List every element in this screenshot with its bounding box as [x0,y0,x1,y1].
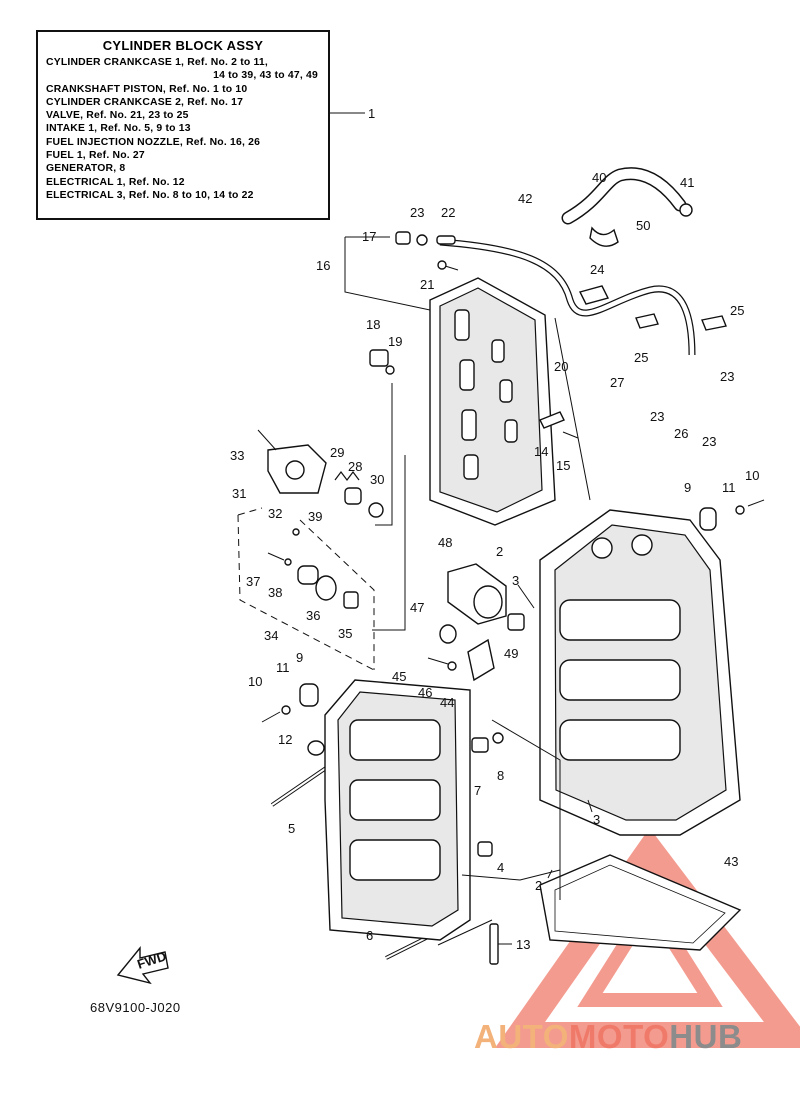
callout-number: 3 [512,573,519,588]
callout-number: 25 [634,350,648,365]
watermark-part: MOTO [568,1018,670,1055]
watermark-part: AUTO [474,1018,569,1055]
legend-row: FUEL 1, Ref. No. 27 [46,150,145,162]
callout-number: 46 [418,685,432,700]
legend-row: ELECTRICAL 3, Ref. No. 8 to 10, 14 to 22 [46,189,254,201]
legend-row: ELECTRICAL 1, Ref. No. 12 [46,176,185,188]
callout-number: 39 [308,509,322,524]
callout-number: 35 [338,626,352,641]
callout-number: 43 [724,854,738,869]
watermark-part: HUB [669,1018,743,1055]
legend-row: GENERATOR, 8 [46,163,126,175]
watermark-logo: AUTOMOTOHUB [474,1018,742,1056]
parts-legend-box: CYLINDER BLOCK ASSY CYLINDER CRANKCASE 1… [36,30,330,220]
callout-number: 15 [556,458,570,473]
callout-number: 37 [246,574,260,589]
callout-number: 44 [440,695,454,710]
drawing-code: 68V9100-J020 [90,1000,181,1015]
callout-number: 29 [330,445,344,460]
callout-number: 11 [276,660,290,675]
callout-number: 19 [388,334,402,349]
callout-number: 4 [497,860,504,875]
callout-number: 50 [636,218,650,233]
callout-number: 23 [702,434,716,449]
callout-number: 10 [248,674,262,689]
callout-number: 17 [362,229,376,244]
head-cover-plate [429,277,556,526]
callout-number: 27 [610,375,624,390]
legend-row: FUEL INJECTION NOZZLE, Ref. No. 16, 26 [46,136,261,148]
callout-number: 21 [420,277,434,292]
callout-number: 23 [650,409,664,424]
callout-number: 38 [268,585,282,600]
callout-number: 41 [680,175,694,190]
callout-number: 32 [268,506,282,521]
callout-number: 16 [316,258,330,273]
legend-row: 14 to 39, 43 to 47, 49 [213,70,318,82]
crankcase-left [324,679,471,941]
callout-number: 14 [534,444,548,459]
legend-row: CYLINDER CRANKCASE 2, Ref. No. 17 [46,96,244,108]
callout-number: 5 [288,821,295,836]
callout-number: 33 [230,448,244,463]
callout-number: 9 [296,650,303,665]
callout-labels: 1 2 2 3 3 4 5 6 7 8 9 9 10 10 11 11 12 1… [230,106,759,952]
callout-number: 45 [392,669,406,684]
callout-number: 11 [722,480,736,495]
legend-row: CRANKSHAFT PISTON, Ref. No. 1 to 10 [46,83,248,95]
callout-number: 23 [410,205,424,220]
callout-number: 47 [410,600,424,615]
callout-number: 6 [366,928,373,943]
callout-number: 22 [441,205,455,220]
callout-number: 49 [504,646,518,661]
callout-number: 10 [745,468,759,483]
legend-row: VALVE, Ref. No. 21, 23 to 25 [46,110,189,122]
callout-number: 12 [278,732,292,747]
callout-number: 26 [674,426,688,441]
cylinder-block-right [539,509,741,836]
callout-number: 7 [474,783,481,798]
callout-number: 9 [684,480,691,495]
callout-number: 28 [348,459,362,474]
callout-number: 2 [496,544,503,559]
legend-row: INTAKE 1, Ref. No. 5, 9 to 13 [46,123,191,135]
callout-number: 13 [516,937,530,952]
fwd-arrow-icon: FWD [116,946,169,985]
callout-number: 25 [730,303,744,318]
callout-number: 3 [593,812,600,827]
callout-number: 48 [438,535,452,550]
callout-number: 18 [366,317,380,332]
callout-number: 36 [306,608,320,623]
callout-number: 20 [554,359,568,374]
callout-number: 1 [368,106,375,121]
callout-number: 40 [592,170,606,185]
callout-number: 8 [497,768,504,783]
callout-number: 31 [232,486,246,501]
callout-number: 42 [518,191,532,206]
callout-number: 23 [720,369,734,384]
legend-row: CYLINDER CRANKCASE 1, Ref. No. 2 to 11, [46,57,268,68]
legend-title: CYLINDER BLOCK ASSY [102,38,264,53]
callout-number: 2 [535,878,542,893]
callout-number: 34 [264,628,278,643]
callout-number: 30 [370,472,384,487]
callout-number: 24 [590,262,604,277]
